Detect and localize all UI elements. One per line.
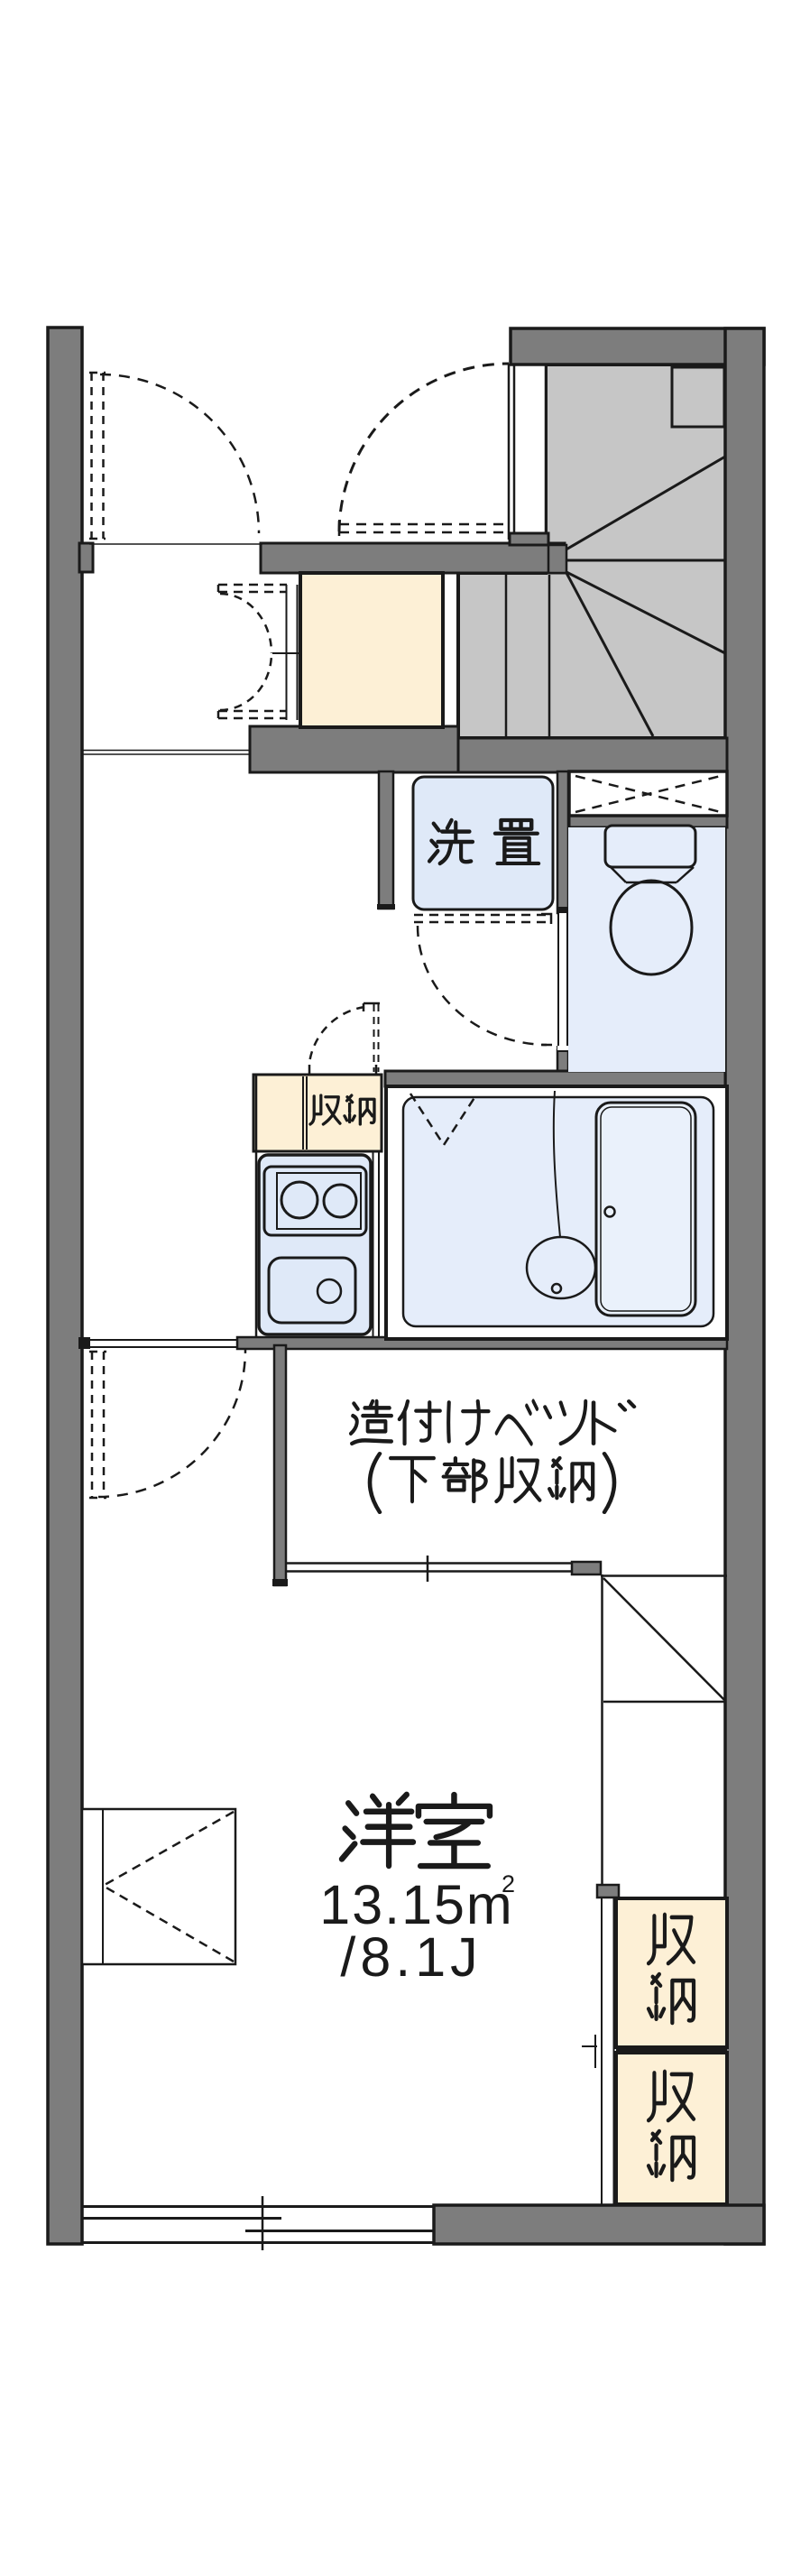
svg-text:13.15m: 13.15m [319, 1874, 513, 1935]
svg-text:/8.1J: /8.1J [340, 1926, 482, 1988]
svg-text:2: 2 [502, 1870, 515, 1897]
